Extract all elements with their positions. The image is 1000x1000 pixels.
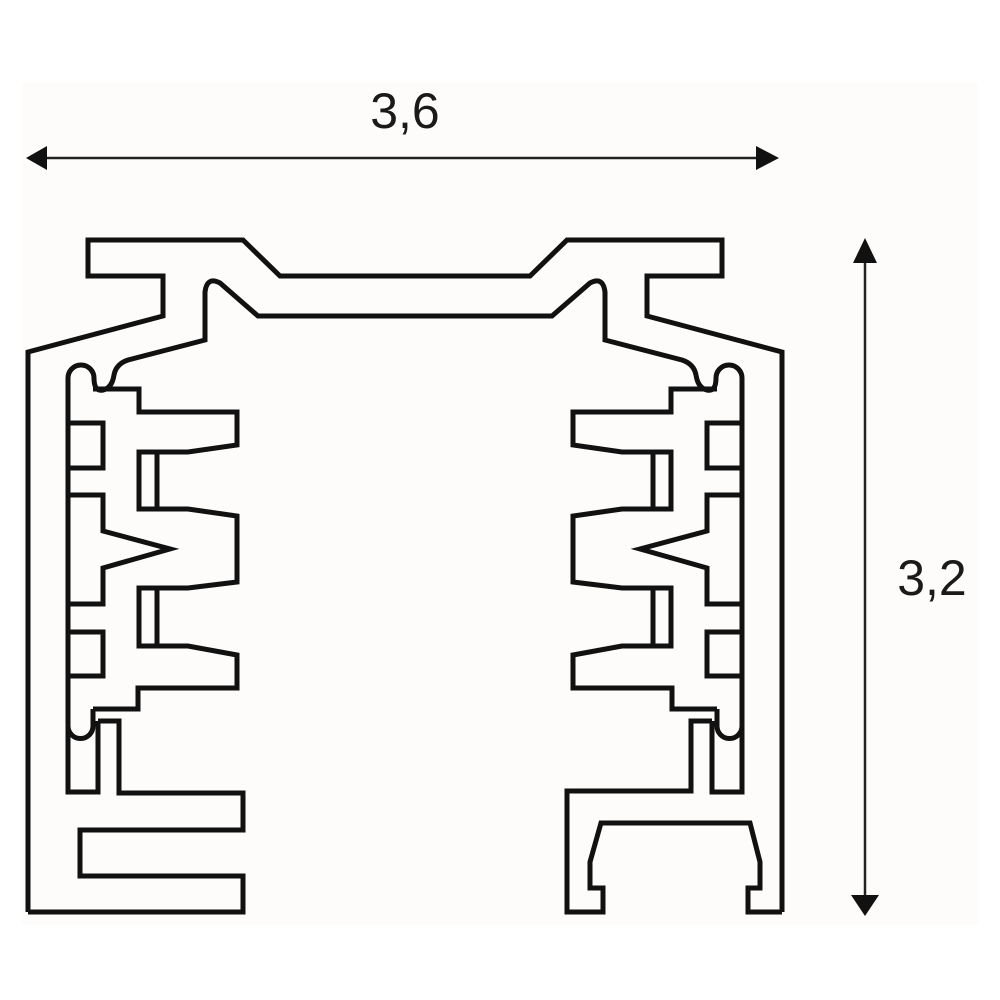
height-dimension-arrow <box>851 238 879 916</box>
arrowhead-up-icon <box>853 238 877 263</box>
profile-left-half <box>25 237 405 912</box>
profile-right-bottom-channel <box>564 718 782 915</box>
drawing-background <box>22 82 978 925</box>
width-dimension-arrow <box>26 146 779 170</box>
height-dimension-label: 3,2 <box>897 550 967 606</box>
width-dimension-label: 3,6 <box>370 83 440 139</box>
arrowhead-right-icon <box>756 146 779 170</box>
arrowhead-left-icon <box>26 146 47 170</box>
arrowhead-down-icon <box>851 895 879 916</box>
profile-left-bottom-slot <box>28 718 246 915</box>
